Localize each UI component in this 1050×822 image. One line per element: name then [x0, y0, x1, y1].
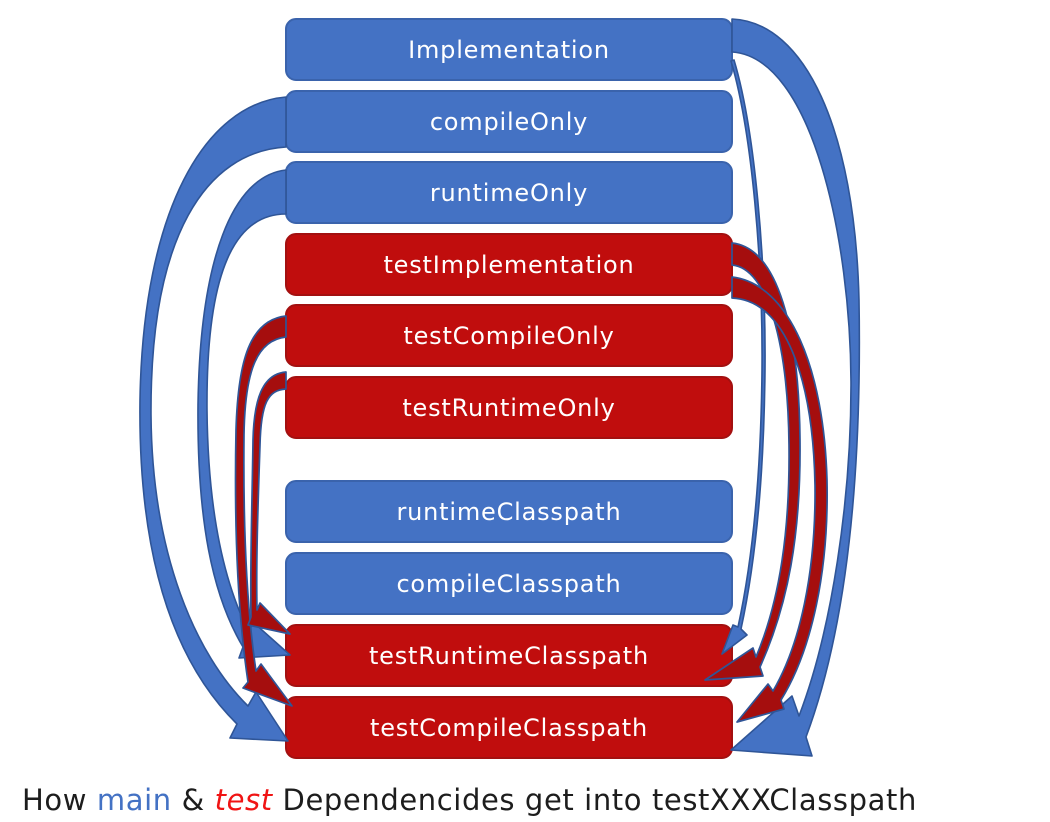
node-label: compileOnly: [429, 107, 589, 136]
arrow-implementation-to-testCompileClasspath: [730, 18, 861, 757]
arrow-runtimeOnly-to-testRuntimeClasspath: [197, 169, 291, 659]
node-label: Implementation: [408, 35, 610, 64]
arrow-testCompileOnly-to-testCompileClasspath: [234, 315, 293, 707]
node-compileOnly: compileOnly: [285, 90, 733, 153]
node-label: runtimeClasspath: [396, 497, 622, 526]
node-label: testCompileOnly: [403, 321, 615, 350]
node-testCompileOnly: testCompileOnly: [285, 304, 733, 367]
node-label: compileClasspath: [396, 569, 622, 598]
arrow-testRuntimeOnly-to-testRuntimeClasspath: [247, 371, 291, 635]
node-runtimeOnly: runtimeOnly: [285, 161, 733, 224]
node-implementation: Implementation: [285, 18, 733, 81]
node-runtimeClasspath: runtimeClasspath: [285, 480, 733, 543]
node-label: testRuntimeClasspath: [368, 641, 650, 670]
caption-text-1: How: [22, 783, 97, 817]
arrow-testImplementation-to-testCompileClasspath: [731, 276, 829, 723]
node-label: runtimeOnly: [429, 178, 589, 207]
arrow-compileOnly-to-testCompileClasspath: [139, 96, 289, 742]
node-testImplementation: testImplementation: [285, 233, 733, 296]
node-testRuntimeOnly: testRuntimeOnly: [285, 376, 733, 439]
caption-word-test: test: [214, 783, 273, 817]
node-compileClasspath: compileClasspath: [285, 552, 733, 615]
caption-text-3: Dependencides get into testXXXClasspath: [272, 783, 917, 817]
node-testCompileClasspath: testCompileClasspath: [285, 696, 733, 759]
node-label: testRuntimeOnly: [402, 393, 616, 422]
caption-text-2: &: [171, 783, 215, 817]
caption-word-main: main: [96, 783, 172, 817]
node-label: testImplementation: [383, 250, 635, 279]
node-label: testCompileClasspath: [370, 713, 648, 742]
node-testRuntimeClasspath: testRuntimeClasspath: [285, 624, 733, 687]
caption: How main & test Dependencides get into t…: [22, 783, 1042, 817]
